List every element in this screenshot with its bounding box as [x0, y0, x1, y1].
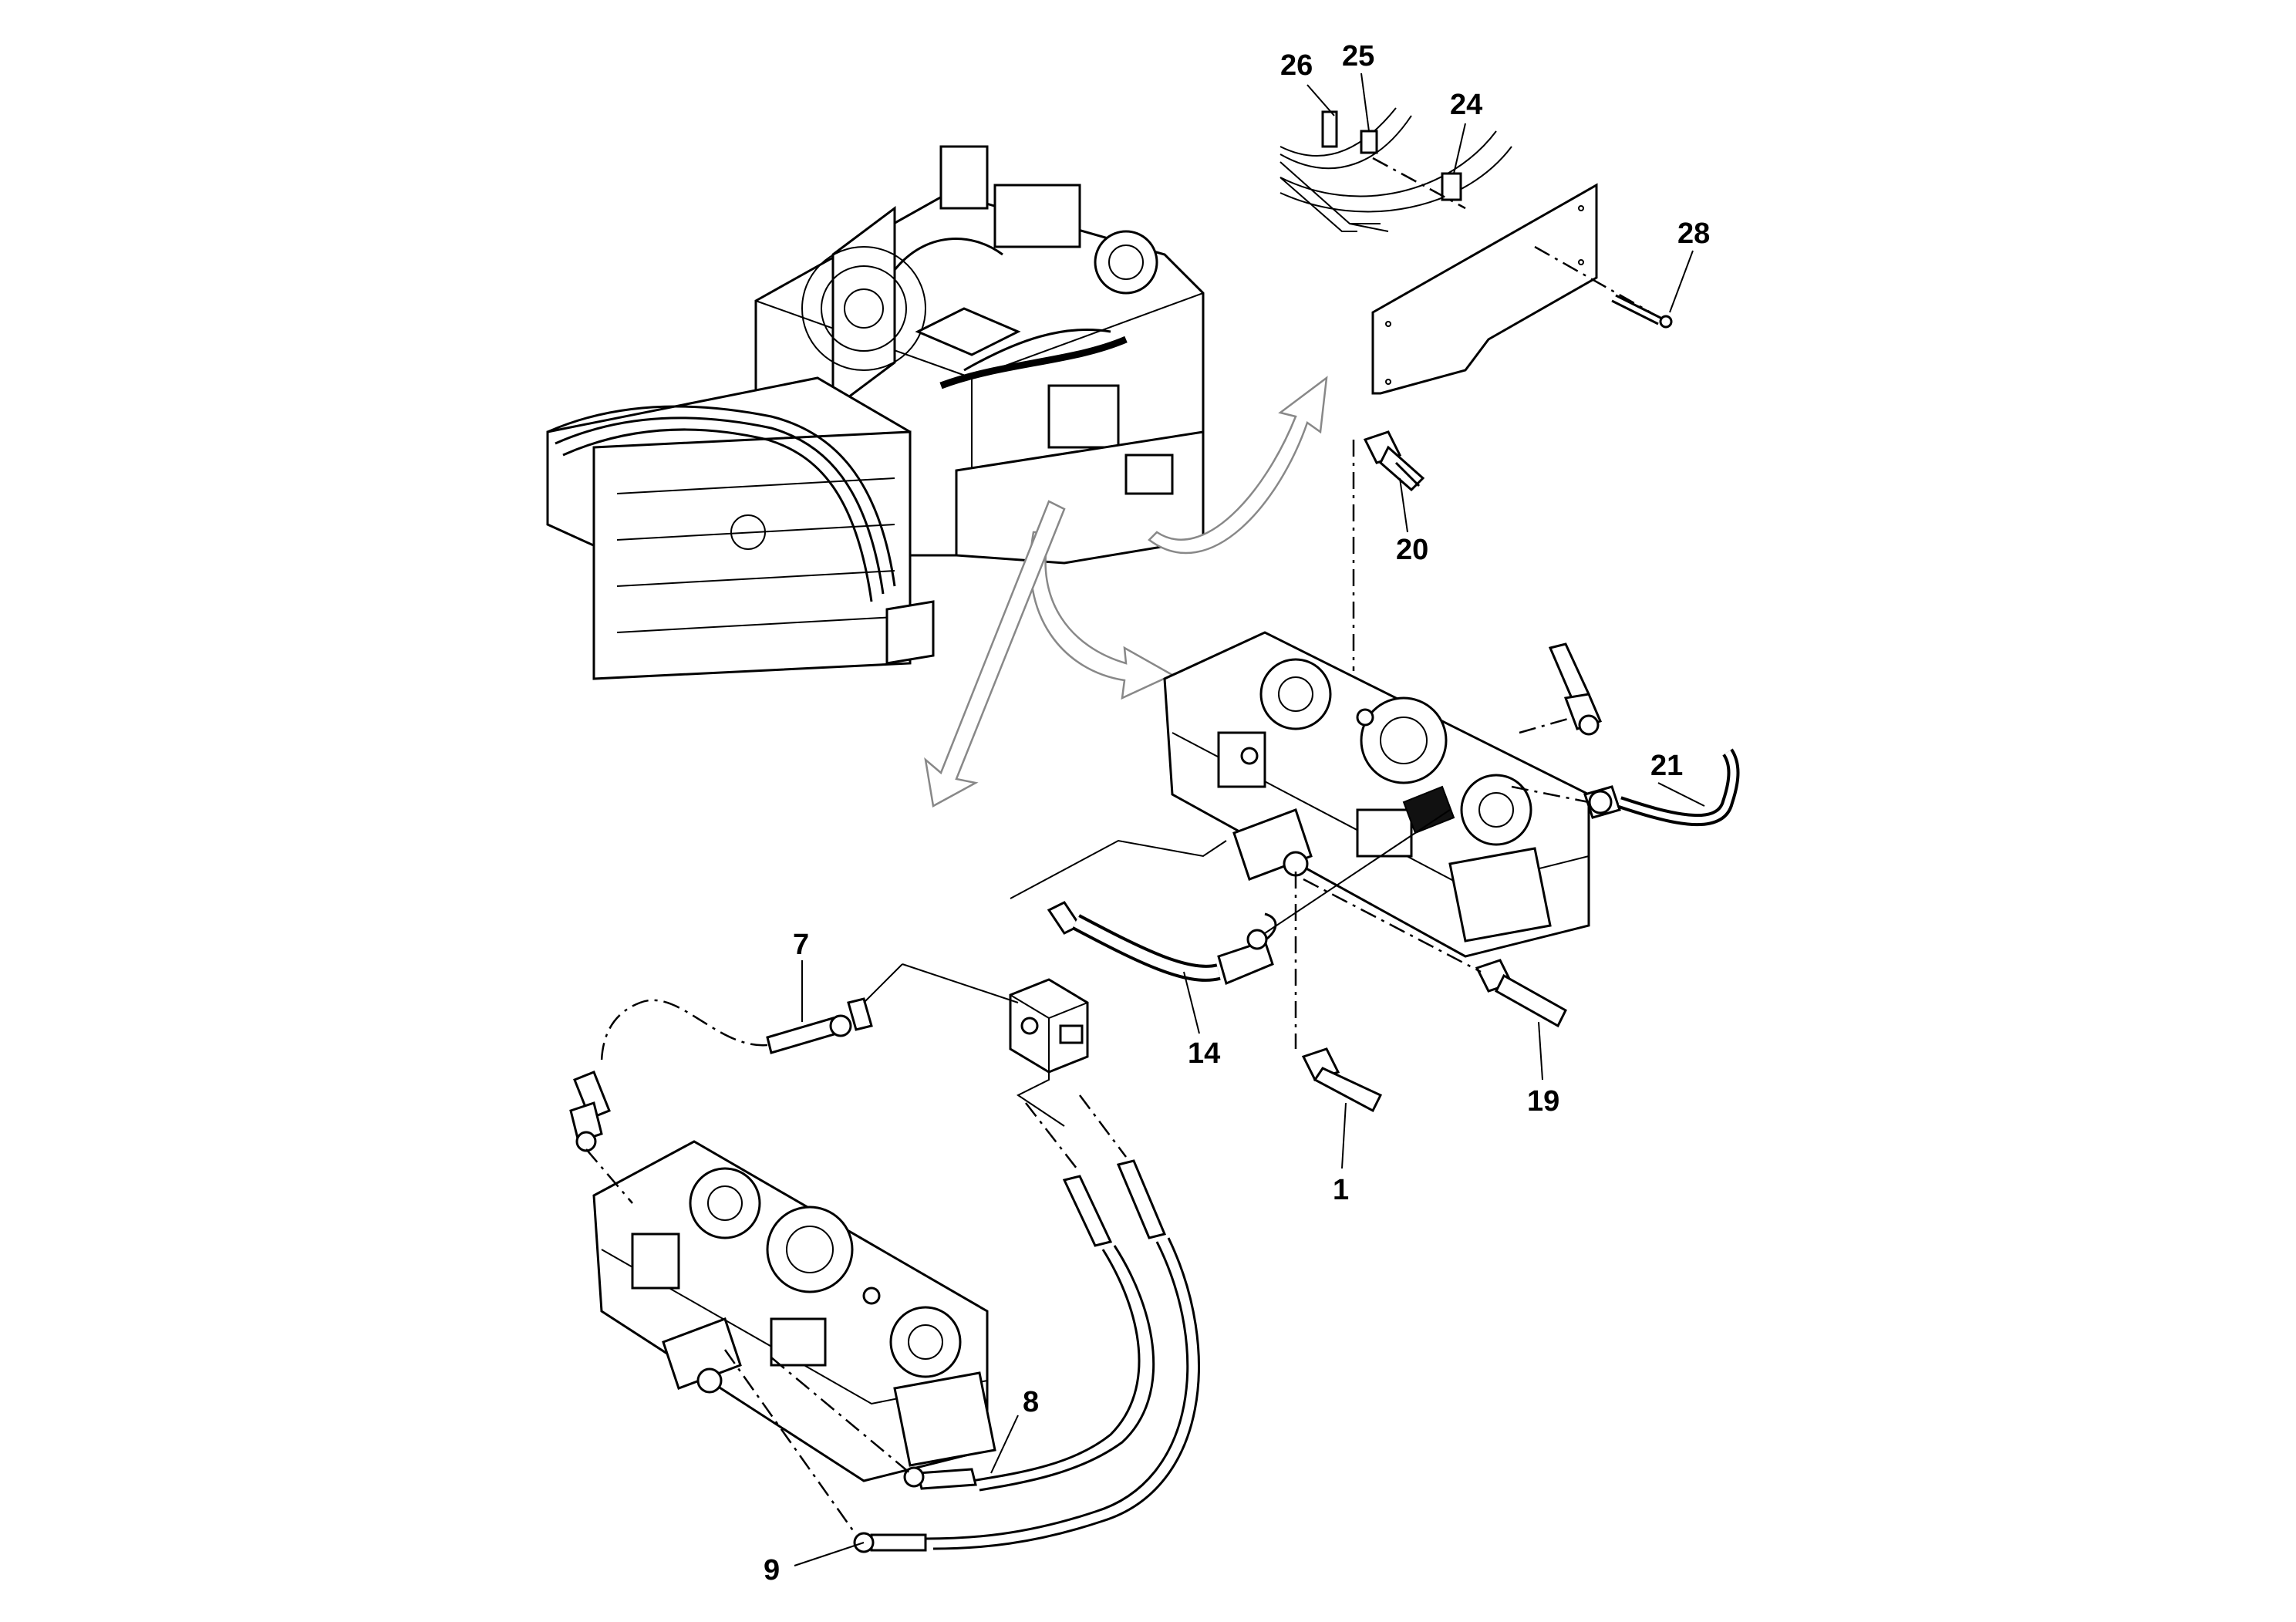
- pump-assembly-lower: [592, 1140, 996, 1482]
- callout-21: 21: [1650, 750, 1683, 782]
- line-7-right: [863, 963, 903, 1003]
- dash-7-loop: [600, 999, 768, 1065]
- fitting-7: [766, 997, 873, 1054]
- dash-9: [1079, 1094, 1127, 1158]
- callout-28: 28: [1677, 218, 1710, 250]
- line-7-valve: [902, 963, 1019, 1003]
- dash-8-bottom: [770, 1357, 911, 1474]
- callout-9: 9: [764, 1554, 780, 1587]
- callout-14: 14: [1188, 1037, 1220, 1070]
- dash-top-fitting: [1519, 716, 1574, 734]
- leader-14-outline: [1010, 839, 1227, 899]
- dash-19: [1303, 878, 1482, 973]
- hose-14: [1047, 901, 1277, 986]
- fitting-top: [1548, 642, 1603, 736]
- machine-overview: [546, 145, 1205, 680]
- callout-26: 26: [1280, 49, 1313, 82]
- callout-labels: 26 25 24 28 20 21 14 19 1 7 8 9: [764, 40, 1710, 1587]
- fitting-1: [1301, 1047, 1383, 1113]
- fitting-20: [1363, 430, 1425, 492]
- pump-assembly-main: [1163, 631, 1590, 958]
- hose-8: [903, 1175, 1155, 1492]
- callout-25: 25: [1342, 40, 1374, 73]
- callout-1: 1: [1333, 1174, 1349, 1206]
- line-valve-down: [1017, 1072, 1065, 1127]
- dash-21: [1511, 785, 1590, 804]
- callout-19: 19: [1527, 1085, 1559, 1118]
- callout-8: 8: [1023, 1386, 1039, 1418]
- dash-8: [1025, 1102, 1081, 1173]
- dash-left-elbow: [585, 1148, 633, 1204]
- fitting-19: [1475, 959, 1567, 1028]
- hose-21: [1583, 748, 1740, 827]
- callout-24: 24: [1450, 89, 1482, 121]
- hose-9: [853, 1159, 1200, 1553]
- callout-7: 7: [793, 929, 809, 961]
- fitting-left-elbow: [569, 1071, 611, 1152]
- callout-20: 20: [1396, 534, 1428, 566]
- dash-9-bottom: [723, 1349, 858, 1536]
- valve-block: [1009, 978, 1089, 1074]
- cover-plate-detail: [1279, 107, 1673, 395]
- leader-lines: [794, 73, 1705, 1566]
- pointer-arrows: [924, 376, 1328, 808]
